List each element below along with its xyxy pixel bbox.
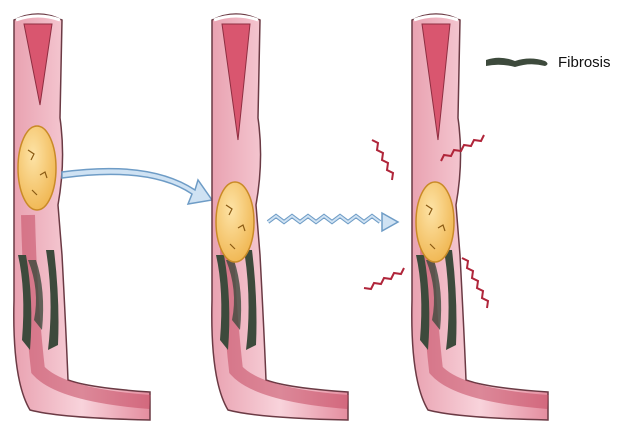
pain-line-bottom-left [364,268,404,289]
pain-line-bottom-right [462,258,488,308]
zigzag-arrow [268,213,398,231]
food-bolus [416,182,454,262]
fibrosis-swatch [486,58,548,67]
esophagus-tube [14,14,150,420]
curved-arrow [62,169,212,204]
esophagus-stage-1 [14,14,150,420]
legend-label: Fibrosis [558,54,611,71]
food-bolus [216,182,254,262]
food-bolus [18,126,56,210]
legend: Fibrosis [486,54,611,71]
pain-line-top-left [372,140,393,180]
esophagus-stage-3 [412,14,548,420]
